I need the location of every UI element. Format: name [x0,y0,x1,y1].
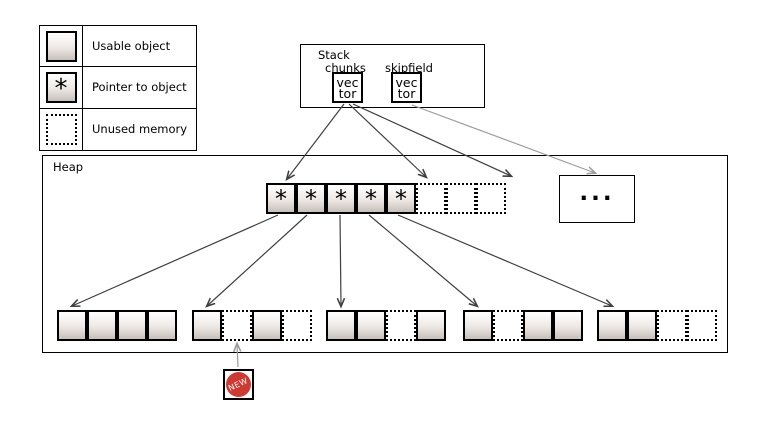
memory-cell-pointer: * [296,183,326,214]
usable-object-swatch [45,30,77,62]
stack-box: Stack chunks skipfield vec tor vec tor [300,44,485,108]
memory-cell-unused [282,310,312,341]
new-allocation-badge: NEW [223,369,254,400]
memory-cell-object [463,310,493,341]
memory-cell-object [326,310,356,341]
unused-memory-swatch [45,113,77,145]
memory-cell-object [597,310,627,341]
more-chunks-box: ... [559,175,635,223]
memory-chunk-group [57,310,177,341]
memory-cell-unused [476,183,506,214]
legend-label: Usable object [83,26,196,68]
ellipsis-text: ... [579,180,615,206]
legend-label: Unused memory [92,122,188,137]
vector-text-line: vec [395,75,418,90]
memory-cell-unused [446,183,476,214]
stack-title: Stack [318,48,350,62]
vector-text-line: tor [338,86,357,101]
heap-label: Heap [53,160,84,174]
memory-chunk-group [326,310,446,341]
memory-cell-pointer: * [326,183,356,214]
memory-cell-pointer: * [356,183,386,214]
memory-cell-unused [222,310,252,341]
memory-cell-object [627,310,657,341]
memory-cell-object [147,310,177,341]
memory-cell-unused [687,310,717,341]
pointer-swatch: * [45,71,77,104]
memory-cell-unused [493,310,523,341]
memory-cell-object [192,310,222,341]
memory-cell-pointer: * [266,183,296,214]
memory-chunk-group [192,310,312,341]
memory-cell-unused [386,310,416,341]
memory-cell-object [523,310,553,341]
legend-swatch-cell [40,108,83,150]
memory-cell-object [553,310,583,341]
memory-cell-pointer: * [386,183,416,214]
legend-swatch-cell: * [40,67,83,109]
memory-cell-object [252,310,282,341]
memory-cell-unused [416,183,446,214]
memory-cell-object [87,310,117,341]
skipfield-vector-box: vec tor [391,72,422,103]
memory-cell-object [416,310,446,341]
chunks-vector-box: vec tor [332,72,363,103]
pointer-chunk-row: ***** [266,183,506,214]
legend-label: Pointer to object [83,67,196,109]
memory-cell-object [57,310,87,341]
skipfield-label: skipfield [385,61,433,75]
memory-cell-object [356,310,386,341]
vector-text-line: vec [336,75,359,90]
memory-chunk-group [463,310,583,341]
memory-chunk-group [597,310,717,341]
legend-swatch-cell [40,26,83,68]
chunks-label: chunks [325,61,366,75]
vector-text-line: tor [397,86,416,101]
new-badge-circle: NEW [226,372,251,397]
memory-cell-unused [657,310,687,341]
memory-cell-object [117,310,147,341]
new-badge-text: NEW [227,376,250,393]
legend: Usable object * Pointer to object Unused… [39,25,197,151]
